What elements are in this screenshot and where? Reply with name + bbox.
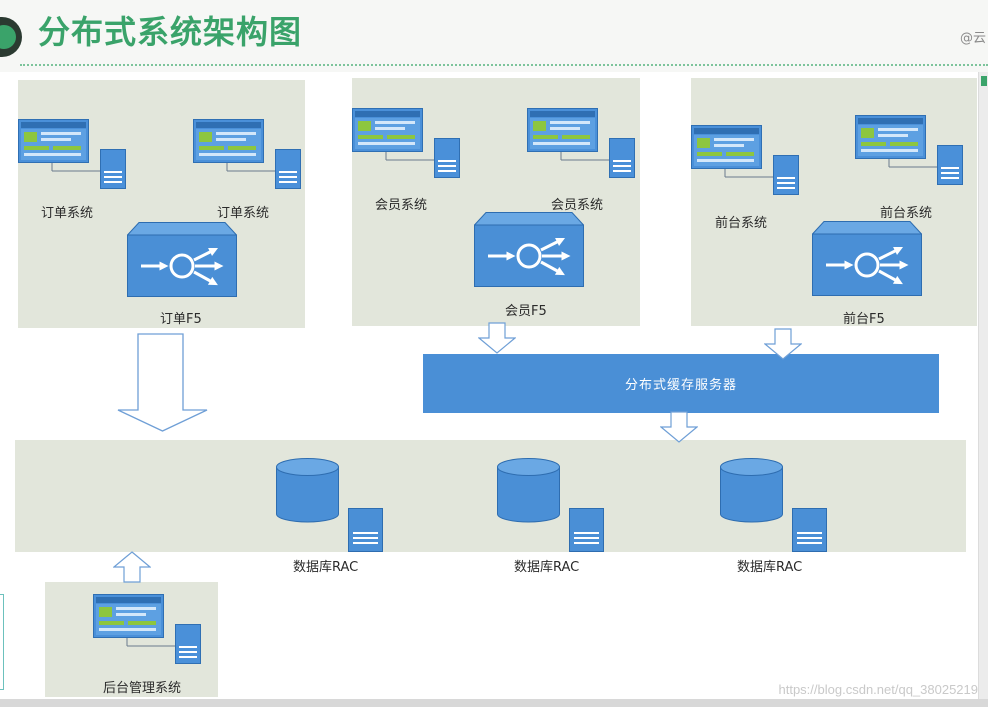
frontend-f5-label: 前台F5: [843, 312, 885, 327]
title-dashed-rule: [20, 64, 988, 66]
web-server-icon: [18, 119, 126, 189]
author-tag: @云: [960, 31, 987, 46]
distributed-cache-label: 分布式缓存服务器: [624, 378, 737, 393]
title-bullet-icon: [0, 17, 22, 57]
arrow-down-icon: [478, 322, 516, 354]
database-node: 数据库RAC: [276, 458, 384, 578]
database-label: 数据库RAC: [293, 560, 359, 575]
arrow-up-icon: [113, 551, 151, 583]
web-server-icon: [691, 125, 799, 195]
web-server-icon: [527, 108, 635, 178]
database-node: 数据库RAC: [720, 458, 828, 578]
admin-system-label: 后台管理系统: [103, 681, 182, 696]
arrow-down-icon: [660, 411, 698, 443]
member-system-label: 会员系统: [551, 198, 604, 213]
page-title: 分布式系统架构图: [38, 13, 303, 51]
frontend-system-panel: 前台系统 前台系统 前台F5: [691, 78, 977, 327]
database-node: 数据库RAC: [497, 458, 605, 578]
source-watermark: https://blog.csdn.net/qq_38025219: [778, 682, 979, 697]
slide-header: 分布式系统架构图 @云: [0, 0, 988, 72]
order-f5-label: 订单F5: [160, 312, 202, 327]
frontend-system-label: 前台系统: [715, 216, 768, 231]
database-label: 数据库RAC: [514, 560, 580, 575]
database-server-icon: [720, 458, 827, 552]
member-system-panel: 会员系统 会员系统 会员F5: [352, 78, 640, 326]
order-system-panel: 订单系统 订单系统 订单F5: [18, 80, 305, 328]
distributed-cache-server: 分布式缓存服务器: [423, 354, 939, 413]
arrow-down-icon: [764, 328, 802, 360]
slide-right-edge: [978, 72, 988, 699]
web-server-icon: [352, 108, 460, 178]
web-server-icon: [855, 115, 963, 185]
admin-system-panel: 后台管理系统: [45, 582, 218, 697]
database-server-icon: [497, 458, 604, 552]
slide-bottom-edge: [0, 699, 988, 707]
arrow-down-icon: [117, 333, 208, 432]
f5-load-balancer-icon: [474, 212, 584, 287]
f5-load-balancer-icon: [812, 221, 922, 296]
web-server-icon: [93, 594, 201, 664]
f5-load-balancer-icon: [127, 222, 237, 297]
member-f5-label: 会员F5: [505, 304, 547, 319]
frontend-system-label: 前台系统: [880, 206, 933, 221]
database-server-icon: [276, 458, 383, 552]
slide-left-frame: [0, 594, 4, 690]
web-server-icon: [193, 119, 301, 189]
slide-edge-mark: [981, 76, 987, 86]
order-system-label: 订单系统: [41, 206, 94, 221]
member-system-label: 会员系统: [375, 198, 428, 213]
order-system-label: 订单系统: [217, 206, 270, 221]
database-label: 数据库RAC: [737, 560, 803, 575]
